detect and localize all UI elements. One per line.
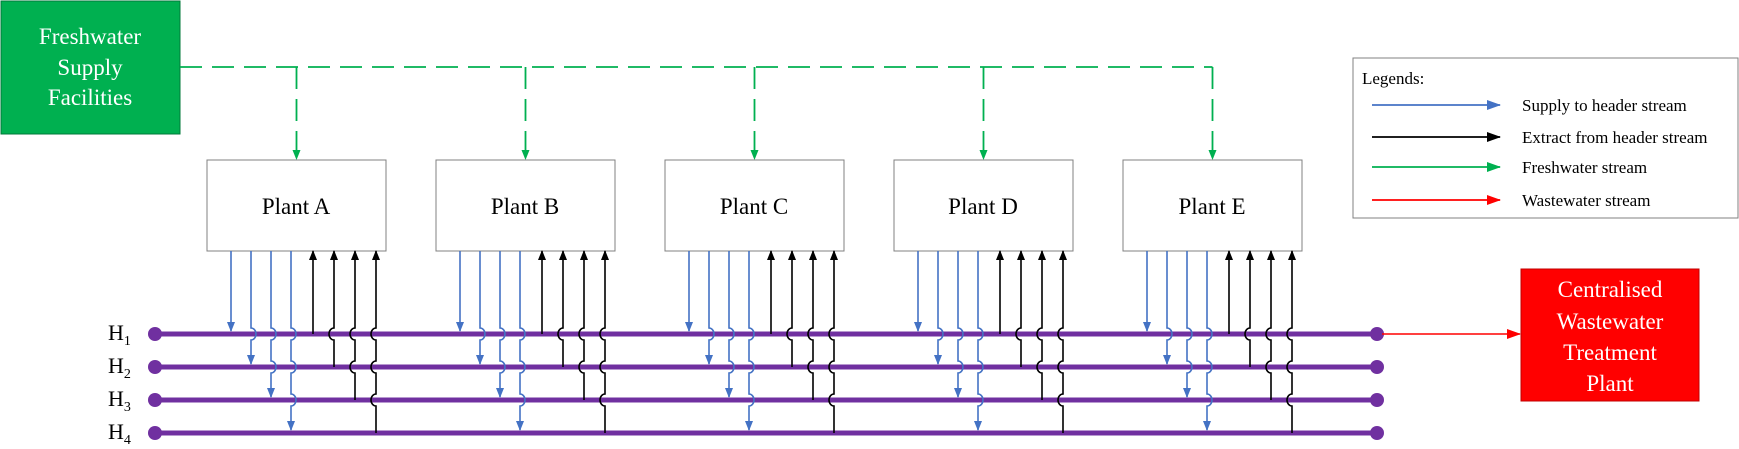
extract-stream-plant-b-h3 xyxy=(578,250,588,400)
header-label-h2: H2 xyxy=(108,353,131,382)
header-start-node-h2 xyxy=(148,360,162,374)
supply-stream-plant-c-h2 xyxy=(705,251,715,365)
legend-supply-label: Supply to header stream xyxy=(1522,96,1687,115)
extract-stream-plant-a-h3 xyxy=(349,250,359,400)
wwtp-line-3: Treatment xyxy=(1563,340,1657,365)
plant-e: Plant E xyxy=(1122,159,1303,252)
plant-b-label: Plant B xyxy=(491,194,559,219)
extract-stream-plant-b-h4 xyxy=(599,250,609,433)
supply-stream-plant-e-h3 xyxy=(1183,251,1193,398)
freshwater-distribution-lines xyxy=(180,66,1217,160)
wwtp-line-4: Plant xyxy=(1586,371,1634,396)
extract-stream-plant-d-h3 xyxy=(1036,250,1046,400)
extract-stream-plant-d-h4 xyxy=(1057,250,1067,433)
extract-stream-plant-c-h4 xyxy=(828,250,838,433)
plant-a-label: Plant A xyxy=(262,194,331,219)
supply-stream-plant-a-h4 xyxy=(287,251,297,431)
plant-a: Plant A xyxy=(206,159,387,252)
supply-stream-plant-e-h4 xyxy=(1203,251,1213,431)
supply-stream-plant-e-h2 xyxy=(1163,251,1173,365)
plant-e-label: Plant E xyxy=(1178,194,1245,219)
plant-d-label: Plant D xyxy=(948,194,1018,219)
freshwater-supply-facilities: Freshwater Supply Facilities xyxy=(0,0,181,135)
legend: Legends: Supply to header stream Extract… xyxy=(1352,57,1739,219)
header-end-node-h1 xyxy=(1370,327,1384,341)
supply-stream-plant-a-h3 xyxy=(267,251,277,398)
supply-stream-plant-c-h3 xyxy=(725,251,735,398)
header-pipes xyxy=(148,327,1384,440)
extract-stream-plant-a-h4 xyxy=(370,250,380,433)
plant-c: Plant C xyxy=(664,159,845,252)
legend-extract-label: Extract from header stream xyxy=(1522,128,1708,147)
header-label-h4: H4 xyxy=(108,419,131,444)
supply-stream-plant-c-h4 xyxy=(745,251,755,431)
plant-d: Plant D xyxy=(893,159,1074,252)
extract-stream-plant-c-h2 xyxy=(786,250,796,367)
extract-stream-plant-a-h2 xyxy=(328,250,338,367)
header-start-node-h1 xyxy=(148,327,162,341)
legend-box xyxy=(1352,57,1739,219)
header-label-h1: H1 xyxy=(108,320,131,349)
supply-stream-plant-b-h3 xyxy=(496,251,506,398)
extract-stream-plant-e-h3 xyxy=(1265,250,1275,400)
supply-stream-plant-d-h2 xyxy=(934,251,944,365)
freshwater-supply-line-1: Freshwater xyxy=(39,24,142,49)
supply-stream-plant-b-h4 xyxy=(516,251,526,431)
header-label-h3: H3 xyxy=(108,386,131,415)
header-labels: H1 H2 H3 H4 xyxy=(108,320,131,448)
extract-stream-plant-d-h2 xyxy=(1015,250,1025,367)
legend-freshwater-label: Freshwater stream xyxy=(1522,158,1647,177)
header-end-node-h2 xyxy=(1370,360,1384,374)
supply-stream-plant-d-h4 xyxy=(974,251,984,431)
extract-stream-plant-e-h4 xyxy=(1286,250,1296,433)
extract-stream-plant-b-h2 xyxy=(557,250,567,367)
plants: Plant A Plant B Plant C Plant D Plant E xyxy=(206,159,1303,252)
header-end-node-h3 xyxy=(1370,393,1384,407)
legend-title: Legends: xyxy=(1362,69,1424,88)
extract-stream-plant-c-h3 xyxy=(807,250,817,400)
plant-b: Plant B xyxy=(435,159,616,252)
extract-stream-plant-e-h2 xyxy=(1244,250,1254,367)
freshwater-supply-line-2: Supply xyxy=(57,55,123,80)
plant-header-streams xyxy=(227,250,1296,433)
supply-stream-plant-b-h2 xyxy=(476,251,486,365)
freshwater-supply-line-3: Facilities xyxy=(48,85,132,110)
header-start-node-h4 xyxy=(148,426,162,440)
wwtp-line-1: Centralised xyxy=(1558,277,1663,302)
centralised-wastewater-treatment-plant: Centralised Wastewater Treatment Plant xyxy=(1520,268,1700,402)
wwtp-line-2: Wastewater xyxy=(1557,309,1664,334)
supply-stream-plant-a-h2 xyxy=(247,251,257,365)
plant-c-label: Plant C xyxy=(720,194,788,219)
header-end-node-h4 xyxy=(1370,426,1384,440)
supply-stream-plant-d-h3 xyxy=(954,251,964,398)
legend-wastewater-label: Wastewater stream xyxy=(1522,191,1650,210)
header-start-node-h3 xyxy=(148,393,162,407)
